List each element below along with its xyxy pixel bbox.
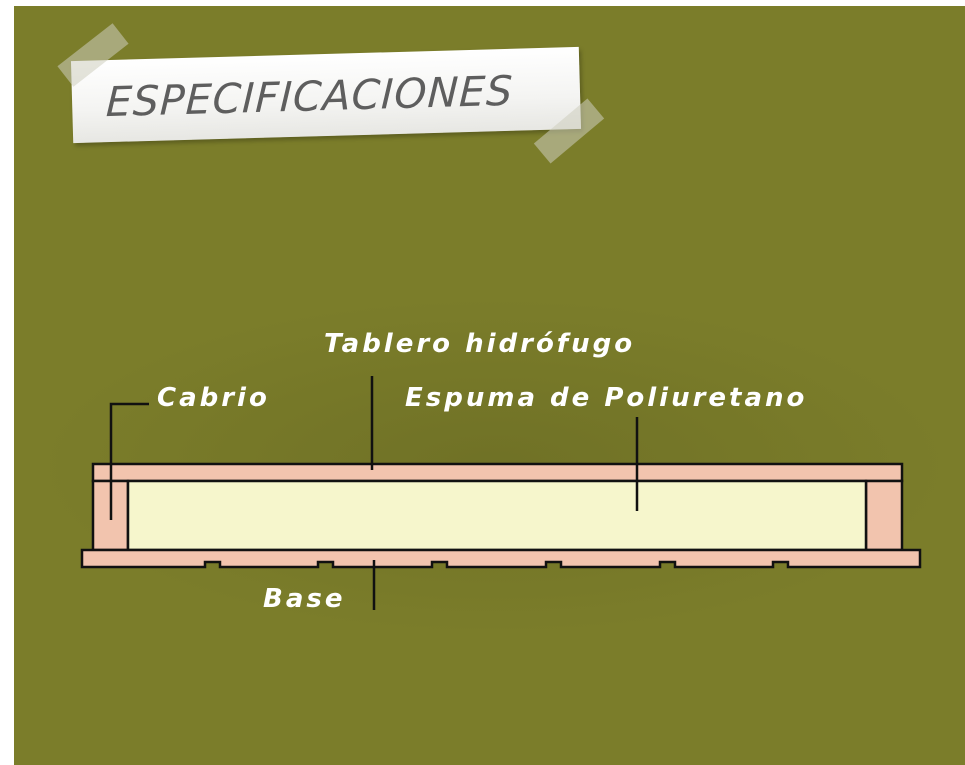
base-board [80,548,922,569]
label-top-board: Tablero hidrófugo [324,329,635,359]
label-base: Base [263,584,345,614]
rafter-leader-line [109,402,149,520]
top-board [91,462,904,483]
label-foam: Espuma de Poliuretano [405,383,807,413]
foam-core [126,479,868,552]
label-rafter: Cabrio [157,383,270,413]
right-rafter [864,479,904,552]
